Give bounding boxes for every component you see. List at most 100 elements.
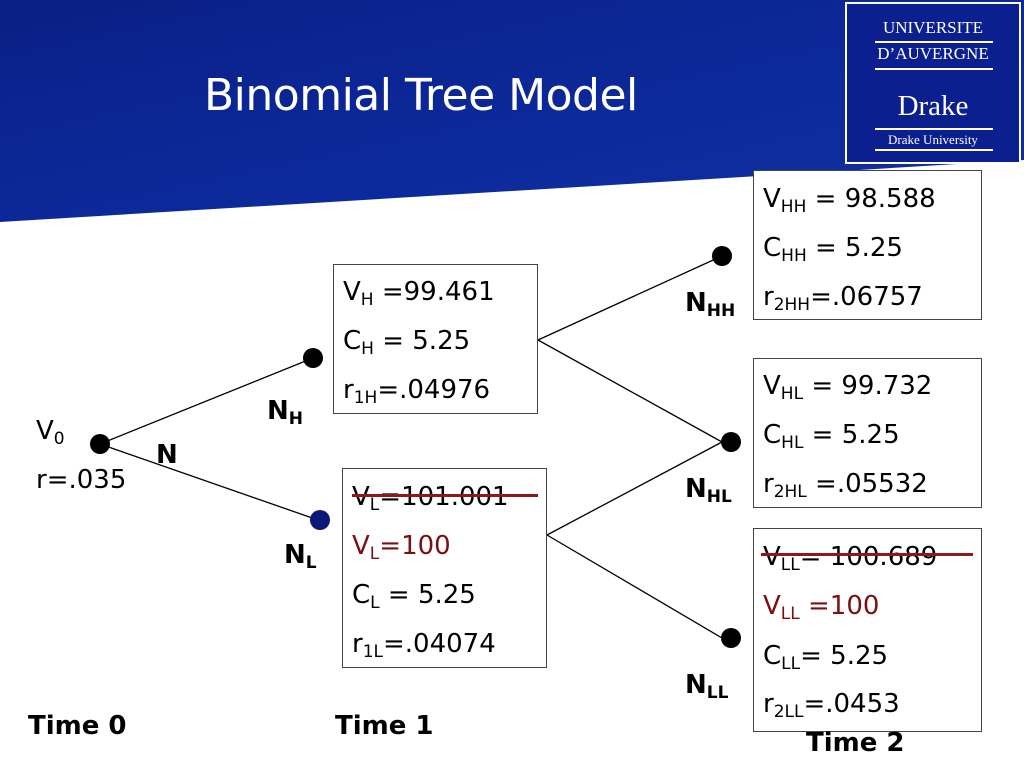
box-h-c-val: = 5.25	[373, 326, 471, 356]
box-ll-v-new-line: VLL =100	[763, 591, 880, 623]
box-hl-r-val: =.05532	[806, 469, 928, 499]
box-hl-v-val: = 99.732	[803, 371, 933, 401]
branch-root-up	[99, 357, 314, 445]
box-node-hh: VHH = 98.588 CHH = 5.25 r2HH=.06757	[753, 170, 982, 320]
box-hh-r-sym: r	[763, 282, 774, 312]
university-logo: UNIVERSITE D’AUVERGNE Drake Drake Univer…	[845, 2, 1021, 164]
box-node-l: VL=101.001 VL=100 CL = 5.25 r1L=.04074	[342, 468, 547, 668]
box-h-c-line: CH = 5.25	[343, 326, 471, 359]
node-h-symbol: N	[267, 396, 289, 426]
box-h-v-val: =99.461	[373, 277, 495, 307]
time-0-label: Time 0	[28, 711, 127, 741]
node-hl-subscript: HL	[706, 487, 732, 507]
box-h-r-sym: r	[343, 375, 354, 405]
box-node-hl: VHL = 99.732 CHL = 5.25 r2HL =.05532	[753, 358, 982, 508]
box-ll-r-sub: 2LL	[773, 702, 804, 722]
box-hh-v-sym: V	[763, 184, 781, 214]
box-hl-v-sub: HL	[780, 384, 804, 404]
branch-root-down	[99, 443, 319, 521]
box-ll-v-new-val: =100	[799, 591, 880, 621]
box-l-v-new-sub: L	[369, 544, 380, 564]
root-v-subscript: 0	[53, 429, 65, 449]
box-hh-c-sub: HH	[781, 246, 807, 266]
box-ll-v-new-sym: V	[763, 591, 781, 621]
box-ll-v-old-line: VLL= 100.689	[763, 542, 938, 575]
box-hh-v-line: VHH = 98.588	[763, 184, 936, 217]
box-l-r-val: =.04074	[383, 629, 496, 659]
box-l-r-sub: 1L	[362, 642, 383, 662]
node-hl-symbol: N	[685, 474, 707, 504]
logo-rule-mid	[875, 68, 993, 70]
slide-title: Binomial Tree Model	[204, 70, 638, 121]
box-hl-r-sym: r	[763, 469, 774, 499]
box-l-v-old-line: VL=101.001	[352, 482, 509, 515]
box-hh-v-sub: HH	[780, 197, 807, 217]
box-hl-c-sym: C	[763, 420, 782, 450]
box-hh-r-line: r2HH=.06757	[763, 282, 923, 314]
branch-l-ll	[546, 534, 723, 639]
box-ll-v-old-sym: V	[763, 542, 781, 572]
node-hl-label: NHL	[685, 474, 732, 507]
box-hl-r-sub: 2HL	[773, 482, 807, 502]
box-l-c-val: = 5.25	[379, 580, 476, 610]
box-ll-v-old-sub: LL	[780, 555, 800, 575]
box-h-v-line: VH =99.461	[343, 277, 495, 309]
box-l-v-new-line: VL=100	[352, 531, 451, 564]
root-node-label: N	[156, 440, 178, 470]
header-band	[0, 0, 1024, 222]
box-h-c-sub: H	[361, 339, 374, 359]
logo-panel: UNIVERSITE D’AUVERGNE Drake Drake Univer…	[851, 8, 1015, 158]
box-l-v-new-sym: V	[352, 531, 370, 561]
box-ll-c-line: CLL= 5.25	[763, 641, 889, 674]
box-node-ll: VLL= 100.689 VLL =100 CLL= 5.25 r2LL=.04…	[753, 528, 982, 732]
node-hh-label: NHH	[685, 288, 736, 321]
box-l-strikethrough	[352, 494, 538, 497]
time-1-label: Time 1	[335, 711, 434, 741]
node-ll-dot	[721, 628, 741, 648]
node-hl-dot	[721, 432, 741, 452]
box-h-v-sym: V	[343, 277, 361, 307]
box-hl-c-val: = 5.25	[803, 420, 900, 450]
box-hh-c-sym: C	[763, 233, 782, 263]
node-hh-symbol: N	[685, 288, 707, 318]
logo-drake: Drake	[897, 90, 969, 122]
box-l-v-old-sym: V	[352, 482, 370, 512]
box-h-c-sym: C	[343, 326, 362, 356]
box-ll-c-sub: LL	[781, 654, 801, 674]
node-ll-symbol: N	[685, 670, 707, 700]
box-l-c-sub: L	[370, 593, 380, 613]
box-ll-strikethrough	[761, 553, 973, 556]
box-l-r-line: r1L=.04074	[352, 629, 496, 662]
box-h-r-val: =.04976	[377, 375, 491, 405]
box-ll-c-val: = 5.25	[800, 641, 889, 671]
node-l-symbol: N	[284, 540, 306, 570]
box-l-v-old-val: =101.001	[379, 482, 509, 512]
box-ll-r-val: =.0453	[803, 689, 900, 719]
box-l-v-old-sub: L	[369, 495, 380, 515]
logo-rule-top	[875, 41, 993, 43]
node-l-dot	[310, 510, 330, 530]
logo-rule-bottom	[875, 128, 993, 130]
node-l-label: NL	[284, 540, 317, 573]
box-h-r-sub: 1H	[353, 388, 378, 408]
box-hh-r-val: =.06757	[810, 282, 923, 312]
node-hh-subscript: HH	[706, 301, 736, 321]
node-root-dot	[90, 434, 110, 454]
box-node-h: VH =99.461 CH = 5.25 r1H=.04976	[333, 264, 538, 414]
box-h-r-line: r1H=.04976	[343, 375, 491, 408]
node-l-subscript: L	[305, 553, 317, 573]
logo-rule-base	[875, 149, 993, 151]
root-rate-label: r=.035	[36, 465, 127, 495]
node-ll-label: NLL	[685, 670, 728, 702]
branch-h-hl	[537, 339, 723, 443]
box-hl-r-line: r2HL =.05532	[763, 469, 928, 502]
branch-h-hh	[537, 255, 723, 341]
box-hh-c-val: = 5.25	[806, 233, 903, 263]
root-value-label: V0	[36, 416, 65, 449]
branch-l-hl	[546, 441, 723, 536]
box-ll-c-sym: C	[763, 641, 782, 671]
logo-line-auvergne: D’AUVERGNE	[877, 44, 989, 63]
box-ll-v-old-val: = 100.689	[799, 542, 938, 572]
